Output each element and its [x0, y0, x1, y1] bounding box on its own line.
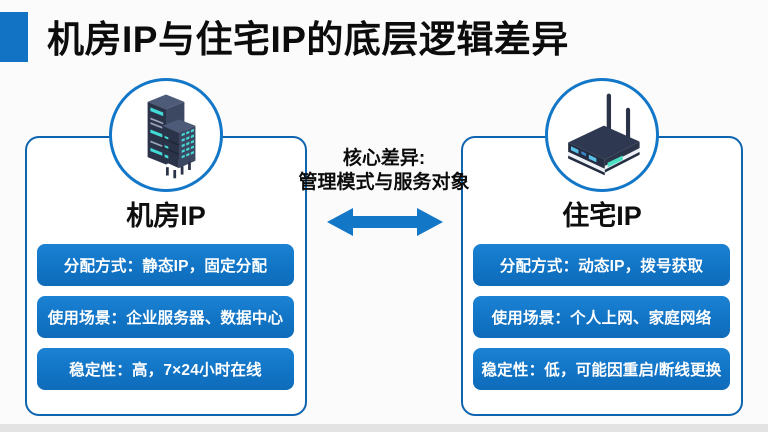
datacenter-stability-row: 稳定性：高，7×24小时在线: [37, 348, 294, 390]
datacenter-usage-row: 使用场景：企业服务器、数据中心: [37, 296, 294, 338]
title-accent-bar: [0, 12, 28, 62]
datacenter-icon-circle: [109, 78, 223, 192]
residential-icon-circle: [545, 78, 659, 192]
datacenter-card-title: 机房IP: [126, 201, 206, 231]
double-arrow-icon: [327, 208, 443, 236]
core-difference-line2: 管理模式与服务对象: [298, 172, 470, 194]
residential-usage-row: 使用场景：个人上网、家庭网络: [473, 296, 730, 338]
router-icon: [568, 93, 640, 176]
datacenter-allocation-row: 分配方式：静态IP，固定分配: [37, 244, 294, 286]
card-datacenter-ip: 机房IP 分配方式：静态IP，固定分配 使用场景：企业服务器、数据中心 稳定性：…: [25, 78, 307, 416]
core-difference-label: 核心差异: 管理模式与服务对象: [284, 147, 484, 196]
core-difference-line1: 核心差异:: [342, 148, 426, 169]
bottom-strip: [0, 424, 768, 432]
residential-card-title: 住宅IP: [562, 201, 642, 231]
residential-stability-row: 稳定性：低，可能因重启/断线更换: [473, 348, 730, 390]
page-title: 机房IP与住宅IP的底层逻辑差异: [47, 19, 569, 60]
server-icon: [147, 94, 196, 179]
residential-allocation-row: 分配方式：动态IP，拨号获取: [473, 244, 730, 286]
card-residential-ip: 住宅IP 分配方式：动态IP，拨号获取 使用场景：个人上网、家庭网络 稳定性：低…: [461, 78, 743, 416]
